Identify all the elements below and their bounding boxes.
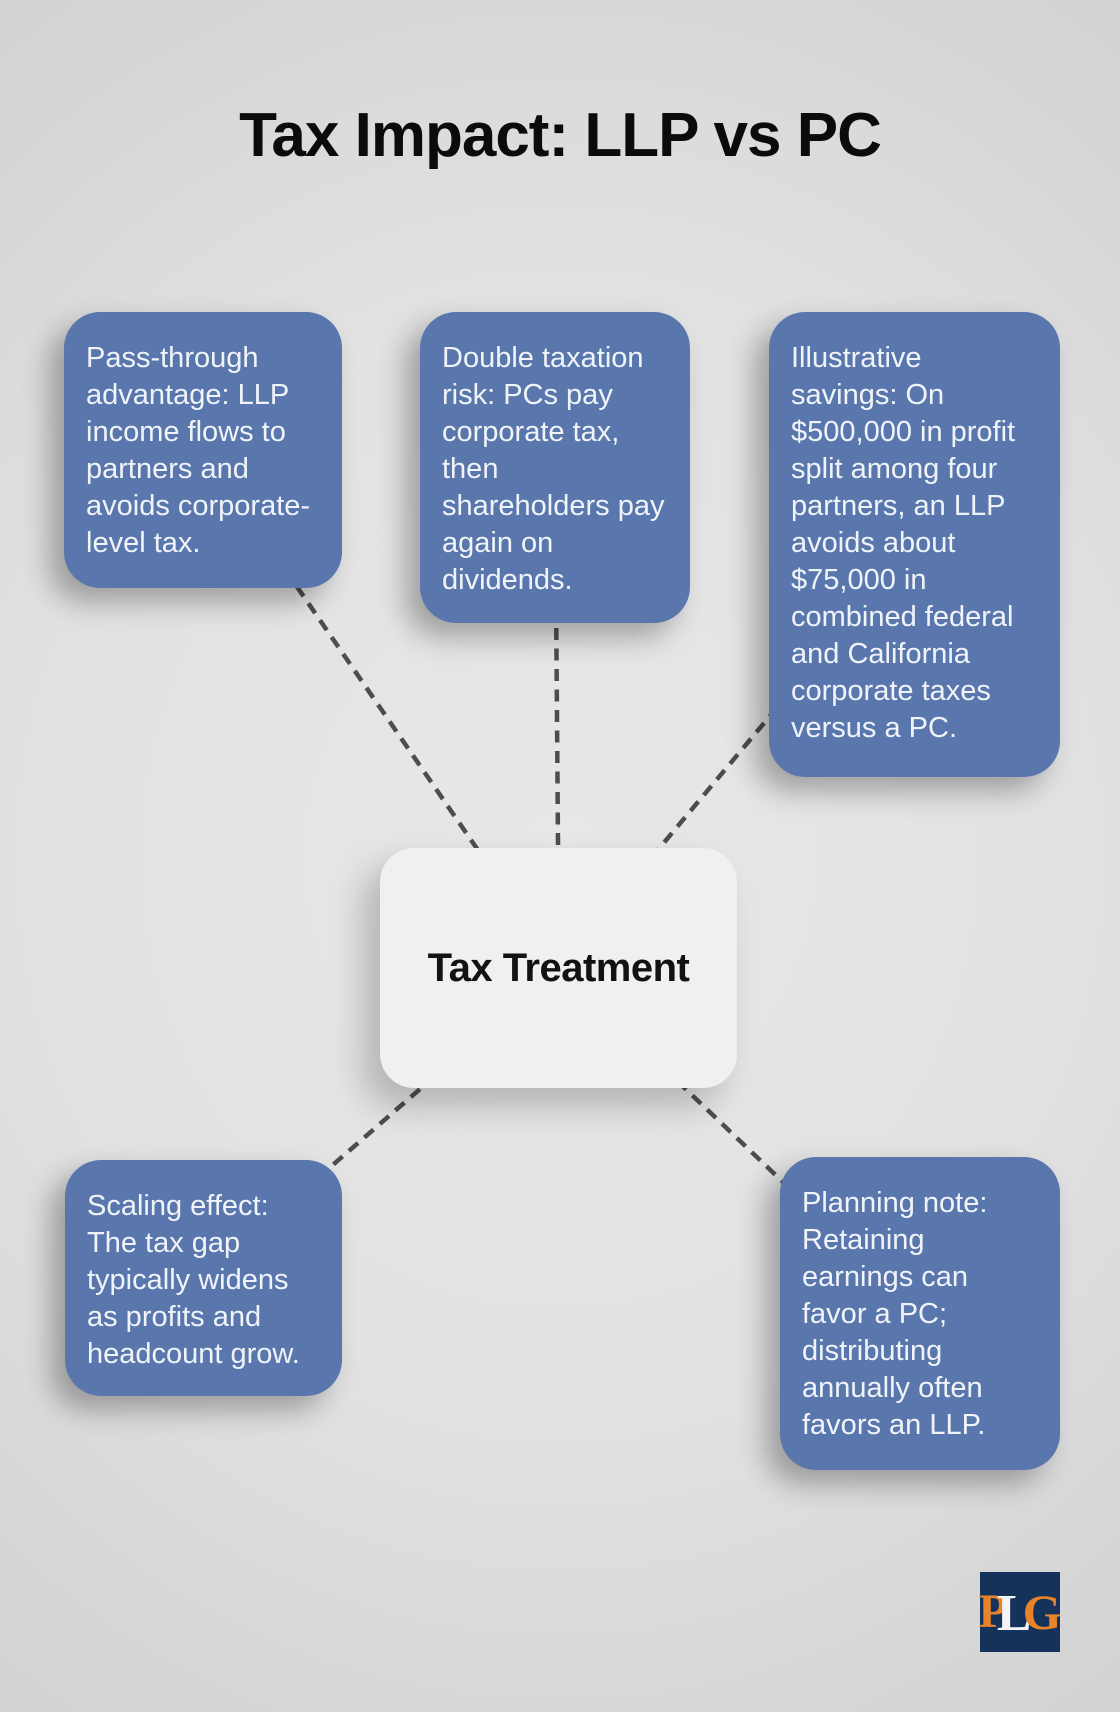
node-planning-note-text: Planning note: Retaining earnings can fa… [802, 1187, 988, 1441]
node-pass-through-advantage: Pass-through advantage: LLP income flows… [64, 312, 342, 588]
logo-letter-l: L [996, 1585, 1032, 1642]
node-planning-note: Planning note: Retaining earnings can fa… [780, 1157, 1060, 1470]
node-double-taxation-risk-text: Double taxation risk: PCs pay corporate … [442, 342, 665, 596]
node-illustrative-savings-text: Illustrative savings: On $500,000 in pro… [791, 342, 1016, 744]
node-illustrative-savings: Illustrative savings: On $500,000 in pro… [769, 312, 1060, 777]
hub-label: Tax Treatment [427, 945, 690, 990]
node-scaling-effect: Scaling effect: The tax gap typically wi… [65, 1160, 342, 1396]
node-pass-through-advantage-text: Pass-through advantage: LLP income flows… [86, 342, 311, 559]
hub-tax-treatment: Tax Treatment [380, 848, 737, 1088]
logo-letter-p: P [978, 1585, 1008, 1638]
logo-letter-g: G [1022, 1584, 1062, 1640]
page-title: Tax Impact: LLP vs PC [239, 101, 882, 170]
node-double-taxation-risk: Double taxation risk: PCs pay corporate … [420, 312, 690, 623]
plg-logo: P L G [978, 1572, 1062, 1652]
node-scaling-effect-text: Scaling effect: The tax gap typically wi… [87, 1190, 300, 1370]
